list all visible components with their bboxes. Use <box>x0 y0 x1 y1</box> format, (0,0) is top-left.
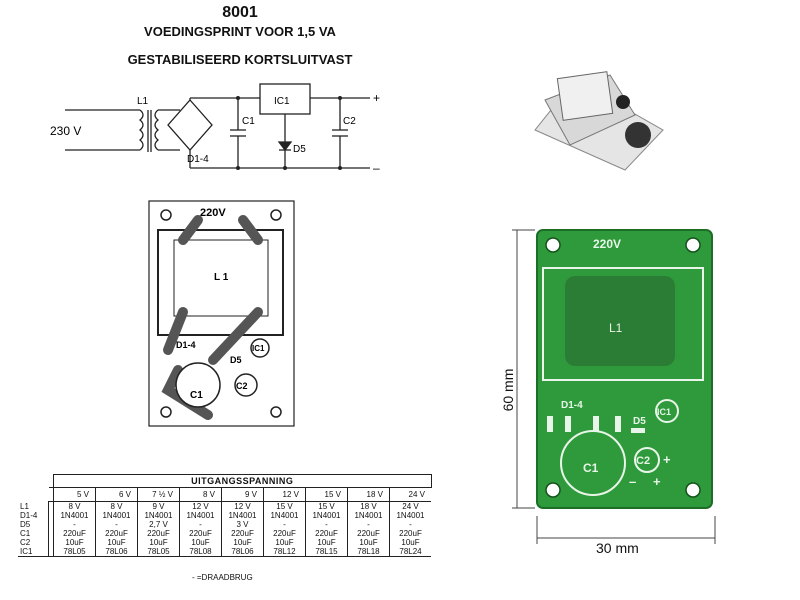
photo-ic1-label: IC1 <box>657 407 671 417</box>
schematic-bridge: D1-4 <box>187 154 209 165</box>
voltage-header: 24 V <box>389 487 431 502</box>
photo-c2-label: C2 <box>636 455 650 467</box>
table-title: UITGANGSSPANNING <box>53 474 432 488</box>
voltage-header: 6 V <box>95 487 138 502</box>
spec-column: 12 V 1N4001 - 220uF 10uF 78L08 <box>179 501 222 557</box>
photo-c1-label: C1 <box>583 461 599 475</box>
photo-plus-label: + <box>663 452 671 467</box>
voltage-header: 8 V <box>179 487 222 502</box>
photo-220v-label: 220V <box>593 237 621 251</box>
layout-d14-label: D1-4 <box>176 340 196 350</box>
spec-column: 12 V 1N4001 3 V 220uF 10uF 78L06 <box>221 501 264 557</box>
width-dimension-label: 30 mm <box>596 540 639 556</box>
schematic-c2: C2 <box>343 116 356 127</box>
layout-ic1-label: IC1 <box>252 344 265 353</box>
voltage-header: 18 V <box>347 487 390 502</box>
schematic-c1: C1 <box>242 116 255 127</box>
photo-l1-label: L1 <box>609 321 623 335</box>
layout-l1-label: L 1 <box>214 272 229 283</box>
spec-column: 24 V 1N4001 - 220uF 10uF 78L24 <box>389 501 431 557</box>
voltage-header: 15 V <box>305 487 348 502</box>
schematic-ic1: IC1 <box>274 96 290 107</box>
layout-c1-label: C1 <box>190 390 203 401</box>
layout-c2-label: C2 <box>236 381 248 391</box>
kit-number: 8001 <box>222 4 258 21</box>
pcb-layout-drawing: 220V L 1 D1-4 D5 IC1 C1 C2 <box>148 200 295 427</box>
voltage-header: 7 ½ V <box>137 487 180 502</box>
photo-plus2-label: + <box>653 474 661 489</box>
voltage-header: 5 V <box>53 487 96 502</box>
schematic-minus: – <box>373 161 380 175</box>
layout-220v-label: 220V <box>200 207 226 219</box>
voltage-header: 9 V <box>221 487 264 502</box>
spec-column: 15 V 1N4001 - 220uF 10uF 78L15 <box>305 501 348 557</box>
photo-d5-label: D5 <box>633 416 646 427</box>
component-labels: L1 D1-4 D5 C1 C2 IC1 <box>18 501 49 557</box>
photo-d14-label: D1-4 <box>561 400 583 411</box>
circuit-schematic: 230 V L1 D1-4 C1 IC1 D5 C2 + – <box>50 83 380 175</box>
voltage-header: 12 V <box>263 487 306 502</box>
schematic-l1: L1 <box>137 96 149 107</box>
title-line-1: VOEDINGSPRINT VOOR 1,5 VA <box>144 24 336 39</box>
product-photo <box>534 71 664 171</box>
table-footnote: - =DRAADBRUG <box>192 573 253 582</box>
spec-column: 8 V 1N4001 - 220uF 10uF 78L06 <box>95 501 138 557</box>
dimension-lines <box>512 229 716 544</box>
spec-column: 15 V 1N4001 - 220uF 10uF 78L12 <box>263 501 306 557</box>
schematic-plus: + <box>373 91 380 105</box>
schematic-input-voltage: 230 V <box>50 124 81 138</box>
pcb-photo: 220V L1 D1-4 D5 IC1 C1 C2 + + – <box>536 229 713 509</box>
schematic-d5: D5 <box>293 144 306 155</box>
spec-column: 9 V 1N4001 2,7 V 220uF 10uF 78L05 <box>137 501 180 557</box>
photo-minus-label: – <box>629 474 636 489</box>
spec-column: 8 V 1N4001 - 220uF 10uF 78L05 <box>53 501 96 557</box>
layout-d5-label: D5 <box>230 355 242 365</box>
spec-column: 18 V 1N4001 - 220uF 10uF 78L18 <box>347 501 390 557</box>
height-dimension-label: 60 mm <box>500 368 516 412</box>
title-line-2: GESTABILISEERD KORTSLUITVAST <box>127 52 353 67</box>
